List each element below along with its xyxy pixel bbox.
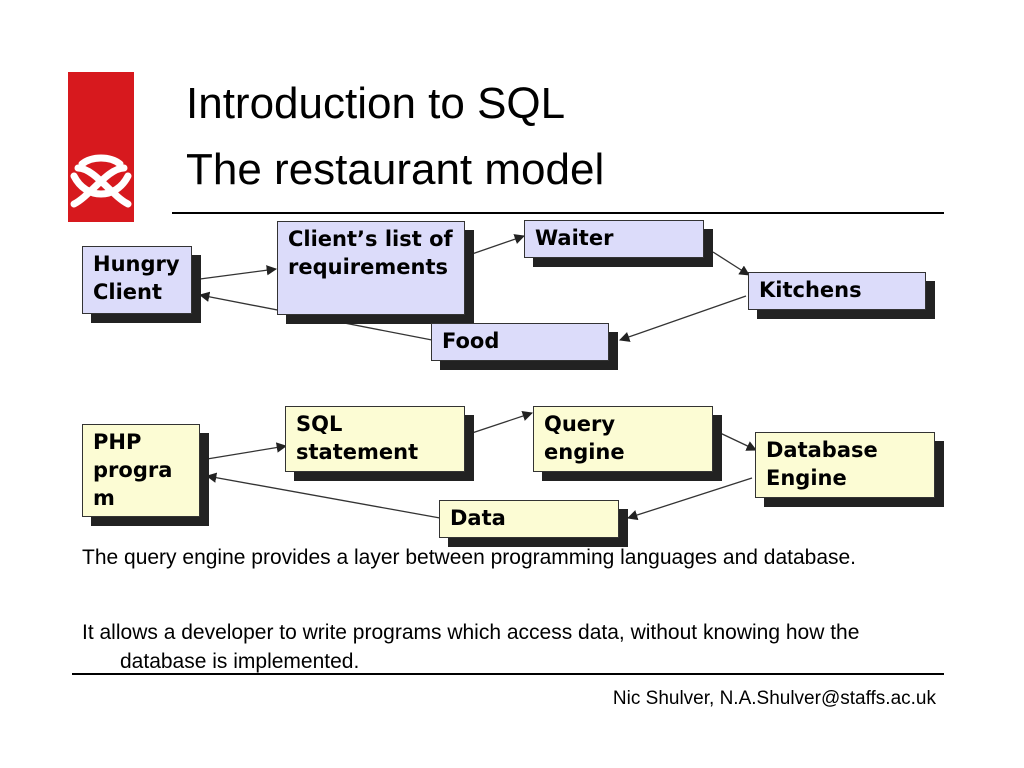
box-kitchens: Kitchens [748, 272, 926, 310]
arrow-dbengine-to-data [627, 477, 753, 521]
footer-divider [72, 673, 944, 675]
title-divider [172, 212, 944, 214]
arrow-data-to-php [205, 472, 441, 519]
box-php-program: PHP progra m [82, 424, 200, 517]
box-sql-statement: SQL statement [285, 406, 465, 472]
university-crest-icon [68, 72, 134, 222]
box-data: Data [439, 500, 619, 538]
arrow-sql-to-query [471, 411, 533, 434]
box-hungry-client: Hungry Client [82, 246, 192, 314]
body-paragraph-1: The query engine provides a layer betwee… [82, 546, 857, 569]
arrow-hungry-to-list [199, 265, 278, 280]
box-database-engine: Database Engine [755, 432, 935, 498]
box-query-engine: Query engine [533, 406, 713, 472]
arrow-kitchens-to-food [619, 295, 747, 342]
title-line-2: The restaurant model [186, 145, 605, 194]
box-clients-list: Client’s list of requirements [277, 221, 465, 315]
arrow-php-to-sql [206, 442, 288, 460]
arrow-list-to-waiter [471, 234, 525, 255]
footer-author: Nic Shulver, N.A.Shulver@staffs.ac.uk [612, 688, 936, 709]
box-food: Food [431, 323, 609, 361]
box-waiter: Waiter [524, 220, 704, 258]
title-line-1: Introduction to SQL [186, 79, 566, 128]
arrow-query-to-dbengine [717, 431, 757, 451]
body-paragraph-2: It allows a developer to write programs … [82, 621, 860, 673]
arrow-waiter-to-kitchens [712, 251, 750, 276]
